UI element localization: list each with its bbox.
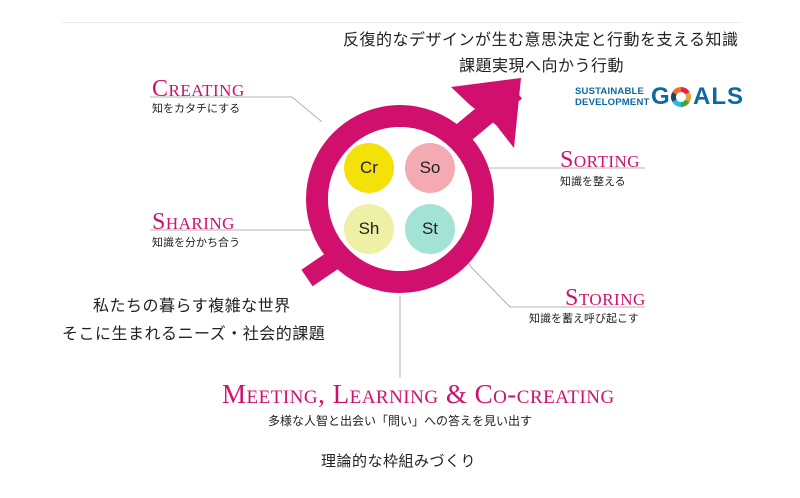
storing-subtitle: 知識を蓄え呼び起こす	[529, 312, 639, 325]
creating-title: Creating	[152, 76, 245, 102]
circle-label-creating: Cr	[360, 158, 378, 177]
society-line-1: 私たちの暮らす複雑な世界	[93, 296, 291, 315]
circle-sharing	[344, 204, 394, 254]
top-divider	[62, 22, 742, 23]
male-symbol-ring	[306, 105, 494, 293]
sdg-logo: SUSTAINABLE DEVELOPMENT	[575, 86, 650, 108]
meeting-subtitle: 多様な人智と出会い「問い」への答えを見い出す	[268, 414, 533, 428]
sharing-title: Sharing	[152, 209, 235, 235]
creating-subtitle: 知をカタチにする	[152, 102, 241, 115]
circle-label-sorting: So	[419, 158, 441, 177]
leader-line-creating	[150, 96, 323, 123]
sorting-subtitle: 知識を整える	[560, 175, 626, 188]
sorting-title: Sorting	[560, 147, 641, 173]
circle-sorting	[405, 143, 455, 193]
sdg-logo-line-1: SUSTAINABLE	[575, 86, 645, 97]
circle-label-sharing: Sh	[358, 219, 380, 238]
sdg-wheel-icon	[671, 87, 691, 107]
meeting-title: Meeting, Learning & Co-creating	[222, 379, 615, 409]
society-line-2: そこに生まれるニーズ・社会的課題	[62, 324, 326, 343]
storing-title: Storing	[565, 285, 646, 311]
header-line-2: 課題実現へ向かう行動	[459, 56, 625, 75]
sharing-subtitle: 知識を分かち合う	[152, 236, 240, 249]
header-line-1: 反復的なデザインが生む意思決定と行動を支える知識	[343, 30, 739, 49]
male-symbol-arrow-head	[451, 78, 521, 148]
circle-creating	[344, 143, 394, 193]
circle-storing	[405, 204, 455, 254]
sdg-goals-als: ALS	[693, 83, 744, 110]
sdg-goals-g: G	[651, 83, 671, 110]
footer-text: 理論的な枠組みづくり	[321, 452, 477, 470]
circle-label-storing: St	[421, 219, 439, 238]
sdg-logo-line-2: DEVELOPMENT	[575, 97, 650, 108]
